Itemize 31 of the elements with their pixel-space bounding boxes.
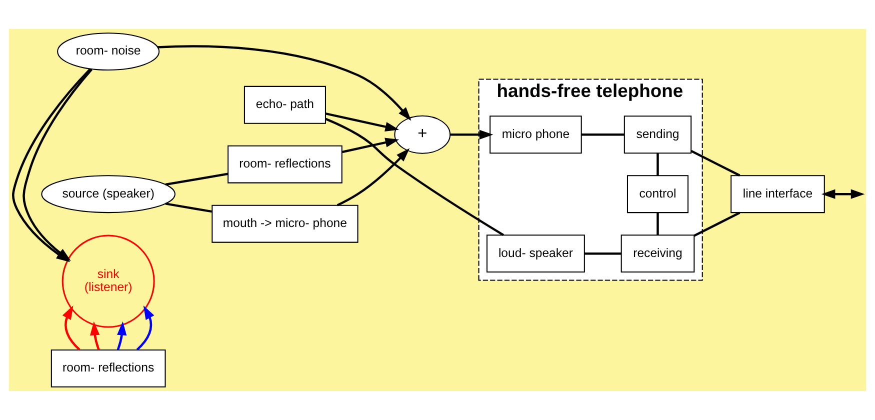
connector	[165, 172, 228, 186]
node-box: room- reflections	[228, 145, 342, 184]
node-box: receiving	[620, 234, 695, 273]
arrow	[336, 148, 410, 206]
arrow	[116, 321, 127, 350]
connector	[325, 118, 504, 236]
node-box: mouth -> micro- phone	[212, 204, 358, 243]
node-box: sending	[624, 116, 692, 154]
node-box: echo- path	[244, 86, 326, 124]
arrow	[157, 45, 412, 121]
node-box: loud- speaker	[486, 234, 585, 273]
node-ellipse: room- noise	[57, 32, 160, 71]
connector	[656, 212, 659, 235]
arrow	[342, 138, 400, 154]
arrow	[90, 321, 100, 350]
connector	[165, 202, 212, 213]
node-box: room- reflections	[50, 349, 166, 388]
arrow	[450, 130, 494, 140]
arrow	[136, 306, 154, 351]
node-ellipse: source (speaker)	[41, 175, 176, 214]
connector	[690, 150, 740, 176]
node-box: micro phone	[490, 116, 582, 154]
arrow	[62, 306, 80, 351]
node-box: control	[626, 175, 688, 214]
node-box: line interface	[730, 175, 825, 214]
connector	[581, 134, 624, 136]
connector	[584, 252, 622, 255]
node-ellipse: +	[394, 115, 451, 154]
arrow	[325, 112, 400, 132]
connector	[656, 153, 659, 176]
connector	[694, 212, 740, 237]
